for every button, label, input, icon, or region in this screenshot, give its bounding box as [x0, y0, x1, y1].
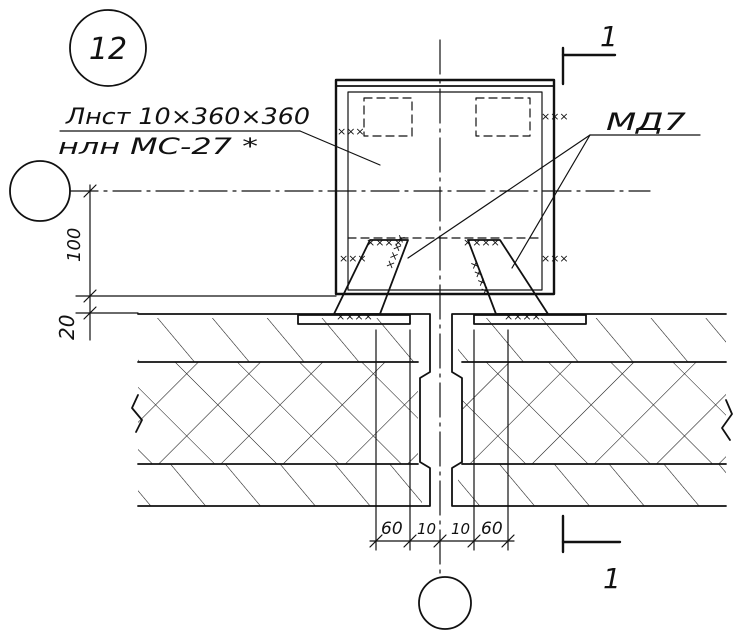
- dim-10-right: 10: [451, 520, 470, 538]
- bottom-dimension-chain: 60 10 10 60: [369, 329, 515, 551]
- detail-number: 12: [89, 32, 127, 67]
- detail-number-bubble: 12: [69, 9, 147, 87]
- section-mark-top: 1: [561, 20, 618, 86]
- svg-text:×××: ×××: [337, 125, 365, 138]
- embedded-part-left: ×××× ×××× ××××: [333, 232, 409, 323]
- svg-text:××××: ××××: [366, 236, 403, 249]
- dim-60-right: 60: [481, 519, 503, 539]
- svg-text:××××: ××××: [463, 236, 500, 249]
- plate-callout-line2: нлн МС-27 *: [58, 135, 258, 160]
- steel-column: ××× ××× ××× ×××: [334, 78, 569, 296]
- svg-text:×××: ×××: [541, 252, 569, 265]
- section-label-top: 1: [600, 20, 618, 53]
- dim-20: 20: [55, 315, 79, 340]
- axis-bubble-left: [9, 160, 71, 222]
- embedded-part-right: ×××× ×××× ××××: [463, 236, 549, 323]
- dim-100: 100: [64, 228, 85, 262]
- section-label-bottom: 1: [603, 562, 621, 595]
- svg-text:×××: ×××: [541, 110, 569, 123]
- section-mark-bottom: 1: [561, 514, 622, 595]
- dim-10-left: 10: [417, 520, 436, 538]
- plate-callout-line1: Лнст 10×360×360: [65, 105, 310, 130]
- embedded-part-callout: МД7: [606, 108, 687, 136]
- svg-text:××××: ××××: [467, 258, 493, 297]
- vertical-dimension: 100 20: [55, 184, 337, 341]
- leaders: [59, 130, 701, 269]
- floor-slab-right: [451, 313, 733, 507]
- floor-slab-left: [131, 313, 431, 507]
- dim-60-left: 60: [381, 519, 403, 539]
- axis-bubble-bottom: [418, 576, 472, 630]
